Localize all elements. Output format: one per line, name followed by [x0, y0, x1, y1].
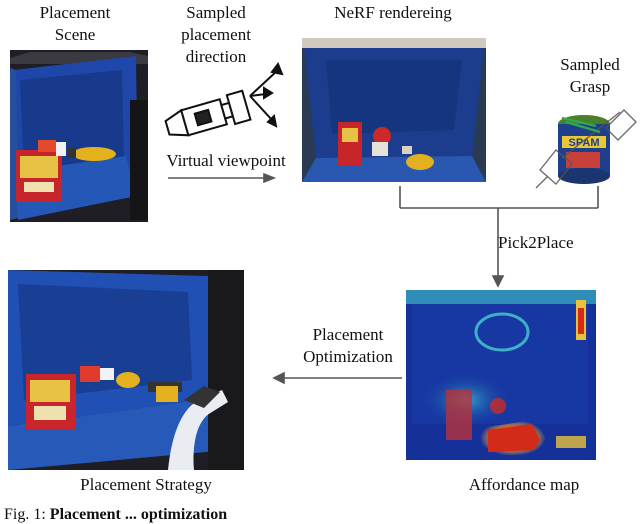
grasp-lines — [561, 116, 601, 134]
label-placement-line1: Placement — [39, 3, 111, 22]
label-grasp: Grasp — [569, 77, 611, 96]
label-scene-line2: Scene — [54, 25, 96, 44]
virtual-viewpoint-arrow — [168, 172, 277, 184]
affordance-map-photo — [406, 290, 596, 460]
label-affordance-map: Affordance map — [468, 475, 580, 494]
figure-caption: Fig. 1: Placement ... optimization — [4, 506, 227, 524]
placement-scene-photo — [10, 50, 148, 222]
mustard-bottle-3 — [116, 372, 140, 388]
label-placement-scene: Placement Scene — [18, 2, 132, 46]
robot-arm — [168, 390, 228, 470]
label-sampled-grasp: Sampled Grasp — [540, 54, 640, 98]
label-nerf-rendering: NeRF rendereing — [334, 3, 452, 22]
placement-strategy-photo — [8, 270, 244, 470]
placement-scene-image — [10, 50, 148, 222]
pick2place-arrow — [399, 186, 599, 288]
label-placement-optimization: Placement Optimization — [288, 324, 408, 368]
strategy-image — [8, 270, 244, 470]
affordance-image — [406, 290, 596, 460]
gripper-outline — [535, 109, 637, 189]
caption-prefix: Fig. 1: — [4, 506, 46, 523]
mustard-bottle-1 — [72, 147, 116, 161]
label-direction: direction — [185, 47, 247, 66]
label-pick2place: Pick2Place — [498, 233, 574, 252]
label-placement: placement — [181, 25, 251, 44]
nerf-image — [302, 38, 486, 182]
label-sampled: Sampled — [186, 3, 246, 22]
label-sampled-placement-direction: Sampled placement direction — [160, 2, 272, 68]
mustard-bottle-2 — [406, 154, 434, 170]
caption-bold: Placement ... optimization — [49, 506, 228, 523]
label-virtual-viewpoint: Virtual viewpoint — [166, 151, 286, 170]
direction-arrows — [249, 61, 284, 128]
svg-text:SPAM: SPAM — [569, 137, 600, 149]
label-placement-strategy: Placement Strategy — [80, 475, 212, 494]
placement-optimization-arrow — [272, 371, 402, 385]
camera-icon — [164, 89, 252, 137]
nerf-rendering-photo — [302, 38, 486, 182]
label-sampled-2: Sampled — [560, 55, 620, 74]
spam-can: SPAM — [558, 115, 610, 184]
label-placement-3: Placement — [312, 325, 384, 344]
label-optimization: Optimization — [303, 347, 393, 366]
